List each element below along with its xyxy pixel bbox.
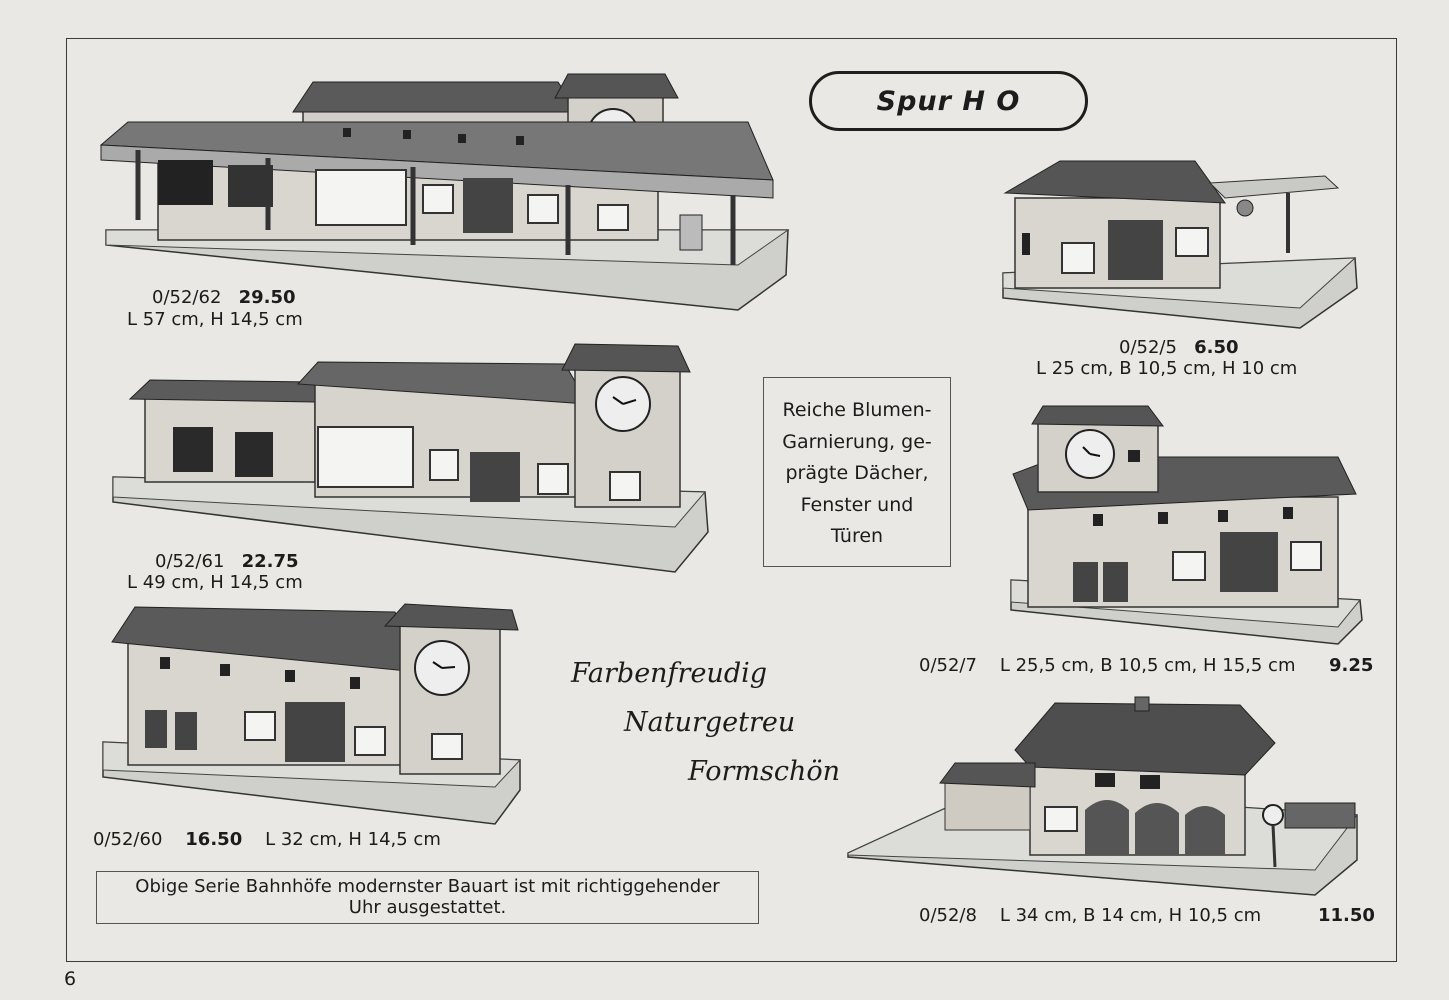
product-code: 0/52/7 xyxy=(919,655,977,676)
product-price: 6.50 xyxy=(1194,337,1239,358)
product-dims: L 57 cm, H 14,5 cm xyxy=(127,309,303,330)
features-line: Türen xyxy=(830,525,884,547)
features-line: prägte Dächer, xyxy=(785,462,929,484)
product-code: 0/52/62 xyxy=(152,287,222,308)
station-model-image xyxy=(1002,160,1358,329)
product-dims: L 25,5 cm, B 10,5 cm, H 15,5 cm xyxy=(999,655,1296,676)
product-code: 0/52/8 xyxy=(919,905,977,926)
product-price: 22.75 xyxy=(241,551,299,572)
note-box: Obige Serie Bahnhöfe modernster Bauart i… xyxy=(96,871,759,924)
station-model-image xyxy=(102,603,522,825)
product-caption: 0/52/8 L 34 cm, B 14 cm, H 10,5 cm xyxy=(919,905,1261,927)
slogan-text: Naturgetreu xyxy=(624,707,796,738)
product-price: 9.25 xyxy=(1329,655,1374,676)
product-price: 29.50 xyxy=(238,287,296,308)
product-caption: 0/52/60 16.50 L 32 cm, H 14,5 cm xyxy=(93,829,441,851)
slogan-text: Farbenfreudig xyxy=(571,658,768,689)
product-dims: L 34 cm, B 14 cm, H 10,5 cm xyxy=(999,905,1262,926)
note-line: Uhr ausgestattet. xyxy=(348,897,507,918)
features-line: Garnierung, ge- xyxy=(782,430,932,453)
product-caption: 0/52/5 6.50 xyxy=(1119,337,1239,359)
product-dims: L 32 cm, H 14,5 cm xyxy=(265,829,441,850)
page-frame xyxy=(66,38,1397,962)
features-line: Reiche Blumen- xyxy=(782,399,932,421)
product-price: 16.50 xyxy=(185,829,243,850)
product-code: 0/52/60 xyxy=(93,829,163,850)
station-model-image xyxy=(112,343,709,573)
product-caption: 0/52/7 L 25,5 cm, B 10,5 cm, H 15,5 cm xyxy=(919,655,1295,677)
product-dims: L 49 cm, H 14,5 cm xyxy=(127,572,303,593)
features-box: Reiche Blumen- Garnierung, ge- prägte Dä… xyxy=(763,377,951,567)
station-model-image xyxy=(99,73,790,311)
slogan-text: Formschön xyxy=(688,756,841,787)
station-model-image xyxy=(847,696,1358,896)
product-price: 11.50 xyxy=(1318,905,1375,926)
product-caption: 0/52/61 22.75 xyxy=(155,551,299,573)
product-dims: L 25 cm, B 10,5 cm, H 10 cm xyxy=(1036,358,1298,379)
station-model-image xyxy=(1010,405,1363,645)
features-line: Fenster und xyxy=(800,493,914,516)
product-code: 0/52/61 xyxy=(155,551,225,572)
product-code: 0/52/5 xyxy=(1119,337,1177,358)
page-title: Spur H O xyxy=(809,71,1088,131)
page-number: 6 xyxy=(64,968,77,990)
note-line: Obige Serie Bahnhöfe modernster Bauart i… xyxy=(135,876,720,897)
product-caption: 0/52/62 29.50 xyxy=(152,287,296,309)
